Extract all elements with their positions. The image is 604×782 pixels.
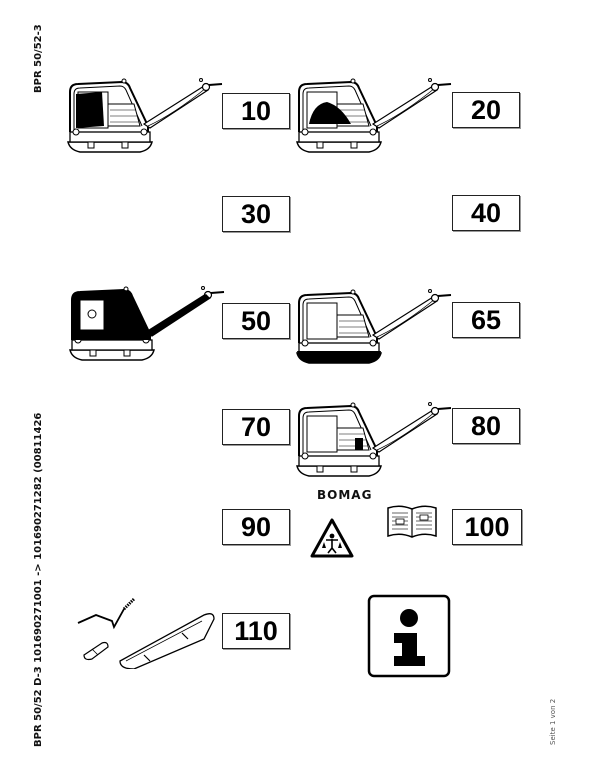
part-number-box: 110	[222, 613, 290, 649]
compactor-baseplate-illustration	[296, 288, 452, 364]
part-number-box: 100	[452, 509, 522, 545]
compactor-detail-illustration	[296, 401, 452, 477]
compactor-frame-illustration	[69, 285, 225, 361]
document-code: BPR 50/52-3	[33, 24, 44, 93]
info-icon	[367, 594, 451, 678]
part-number-box: 40	[452, 195, 520, 231]
compactor-exciter-illustration	[296, 77, 452, 153]
part-number-box: 30	[222, 196, 290, 232]
part-number-box: 90	[222, 509, 290, 545]
warning-triangle-icon	[310, 518, 354, 558]
part-number-box: 70	[222, 409, 290, 445]
bomag-logo: BOMAG	[317, 488, 373, 502]
compactor-engine-illustration	[67, 77, 223, 153]
document-id: BPR 50/52 D-3 101690271001 -> 1016902712…	[33, 412, 44, 747]
part-number-box: 10	[222, 93, 290, 129]
book-icon	[387, 505, 437, 538]
page-number: Seite 1 von 2	[549, 698, 557, 745]
part-number-box: 65	[452, 302, 520, 338]
tools-accessories-illustration	[77, 597, 215, 669]
part-number-box: 50	[222, 303, 290, 339]
part-number-box: 20	[452, 92, 520, 128]
part-number-box: 80	[452, 408, 520, 444]
